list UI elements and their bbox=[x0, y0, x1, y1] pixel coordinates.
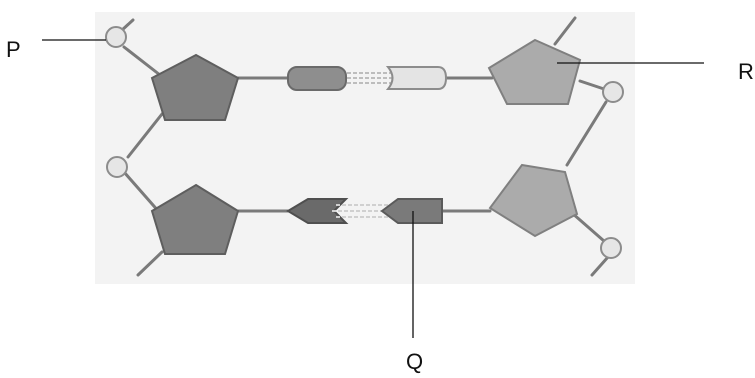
label-q: Q bbox=[406, 349, 424, 374]
hydrogen-bonds bbox=[347, 72, 397, 84]
phosphate-circle-p bbox=[105, 26, 127, 48]
nitrogen-base bbox=[385, 66, 448, 90]
nitrogen-base-q bbox=[380, 198, 443, 224]
sugar-pentagon-r bbox=[487, 38, 582, 105]
sugar-pentagon bbox=[150, 183, 240, 255]
label-r: R bbox=[738, 59, 754, 84]
phosphate-circle bbox=[106, 156, 128, 178]
sugar-pentagon bbox=[150, 53, 240, 121]
phosphate-circle bbox=[600, 237, 622, 259]
label-p: P bbox=[6, 37, 21, 62]
phosphate-circle bbox=[602, 81, 624, 103]
nitrogen-base bbox=[287, 66, 347, 91]
sugar-pentagon bbox=[488, 163, 579, 238]
